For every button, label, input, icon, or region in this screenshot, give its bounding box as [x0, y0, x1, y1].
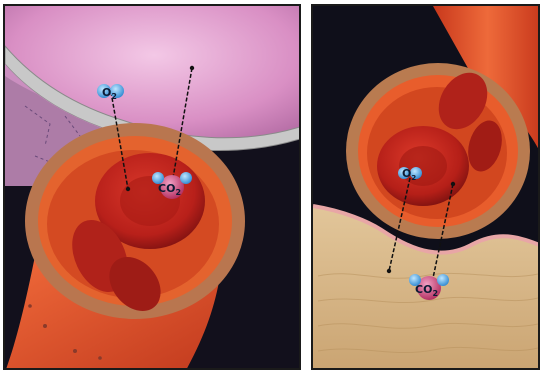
oxygen-path-end: [126, 187, 130, 191]
lung-capillary-panel: O2 CO2: [3, 4, 301, 370]
oxygen-path-end: [387, 269, 391, 273]
red-blood-cell-dimple: [399, 146, 447, 186]
tissue-capillary-illustration: O2 CO2: [313, 6, 540, 370]
lung-capillary-illustration: O2 CO2: [5, 6, 301, 370]
co2-path-end: [451, 182, 455, 186]
tissue-capillary-panel: O2 CO2: [311, 4, 540, 370]
co2-path-end: [190, 66, 194, 70]
